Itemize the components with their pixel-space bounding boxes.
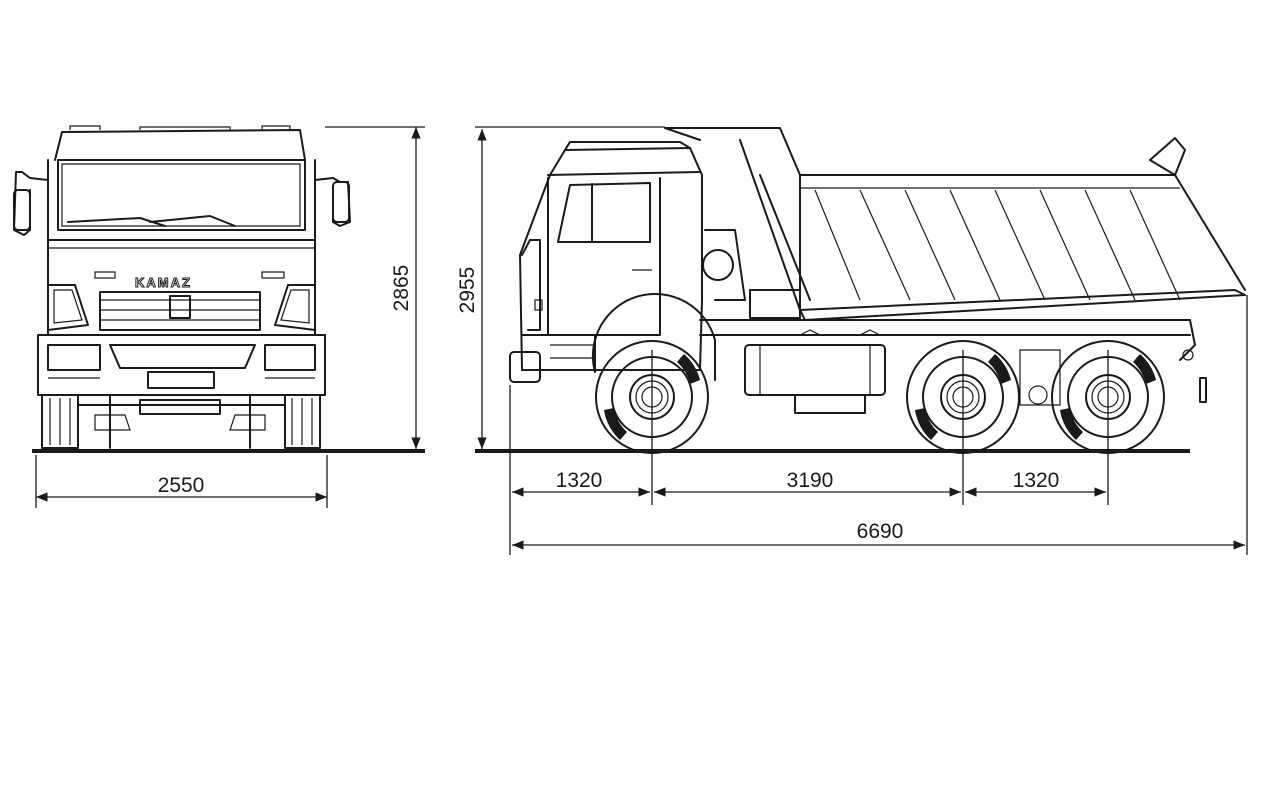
wheelbase-label: 3190 (787, 469, 834, 492)
rear-axle-spacing-label: 1320 (1013, 469, 1060, 492)
overall-length-label: 6690 (857, 520, 904, 543)
brand-logo: KAMAZ (135, 275, 192, 290)
width-dimension-label: 2550 (158, 474, 205, 497)
side-height-dimension-label: 2955 (456, 267, 479, 314)
front-view: KAMAZ 2550 (13, 125, 425, 508)
height-dimension-label: 2865 (390, 265, 413, 312)
side-view: 2955 1320 3190 1320 6690 (456, 126, 1248, 555)
front-overhang-label: 1320 (556, 469, 603, 492)
